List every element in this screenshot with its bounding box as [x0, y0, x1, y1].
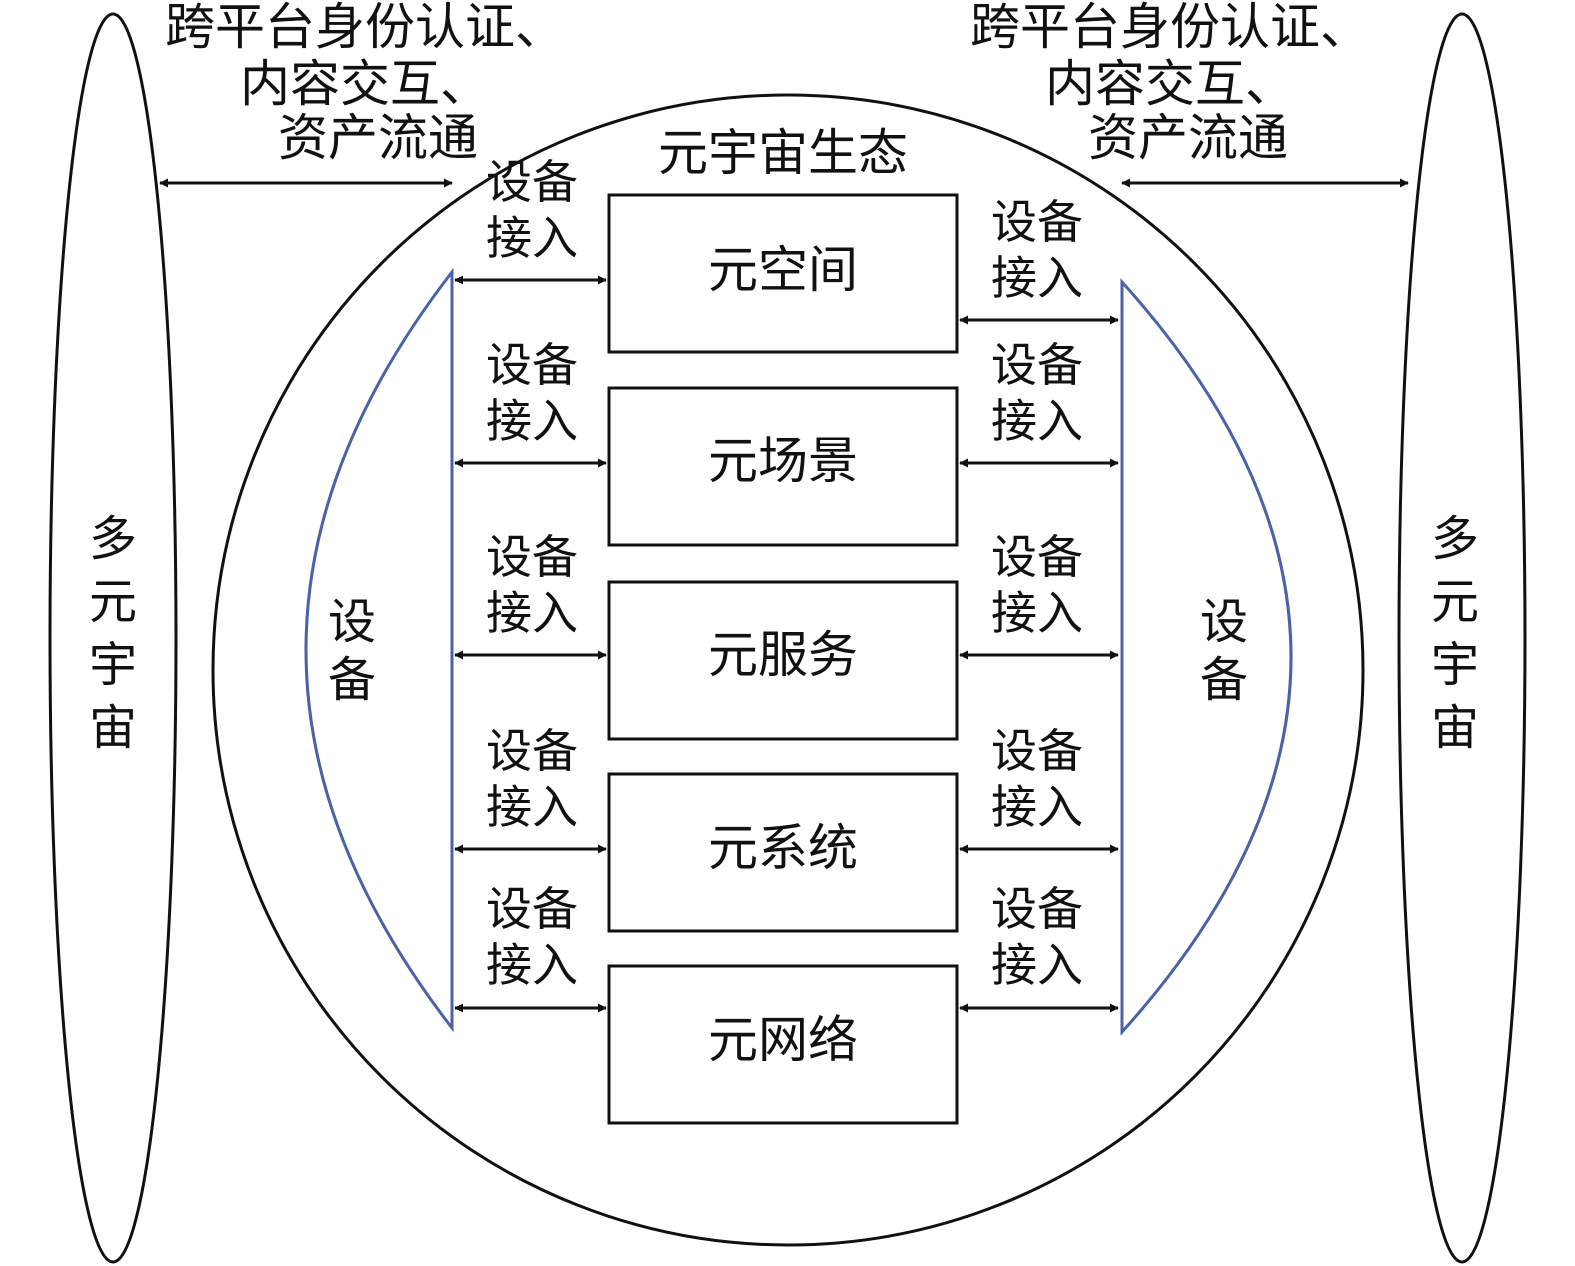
device-left-char-1: 设: [328, 594, 376, 650]
module-box-2-frame: [607, 386, 959, 547]
access-label-left-3-line-1: 设备: [486, 530, 578, 584]
device-left-char-2: 备: [328, 652, 376, 708]
device-left-label: 设 备: [328, 594, 376, 708]
access-label-left-4-line-2: 接入: [486, 780, 578, 834]
multiverse-right-char-3: 宇: [1431, 637, 1479, 693]
access-label-right-4-line-1: 设备: [991, 724, 1083, 778]
access-label-right-3-line-1: 设备: [991, 530, 1083, 584]
access-label-left-3: 设备 接入: [486, 530, 578, 640]
module-box-3: 元服务: [607, 580, 959, 741]
access-label-right-4-line-2: 接入: [991, 780, 1083, 834]
access-label-right-2: 设备 接入: [991, 338, 1083, 448]
access-label-left-2: 设备 接入: [486, 338, 578, 448]
access-label-right-1-line-2: 接入: [991, 251, 1083, 305]
module-box-5-frame: [607, 964, 959, 1125]
cross-label-right-line-3: 资产流通: [1088, 109, 1288, 167]
multiverse-left-char-2: 元: [89, 574, 137, 630]
multiverse-left-char-3: 宇: [89, 637, 137, 693]
module-box-4-label: 元系统: [708, 819, 858, 877]
module-box-2-label: 元场景: [708, 432, 858, 490]
access-label-right-2-line-2: 接入: [991, 394, 1083, 448]
access-label-left-2-line-2: 接入: [486, 394, 578, 448]
module-box-1: 元空间: [607, 193, 959, 354]
access-label-right-1-line-1: 设备: [991, 195, 1083, 249]
access-label-left-5-line-2: 接入: [486, 938, 578, 992]
multiverse-left-char-4: 宙: [89, 700, 137, 756]
access-label-right-4: 设备 接入: [991, 724, 1083, 834]
access-label-right-2-line-1: 设备: [991, 338, 1083, 392]
module-box-5-label: 元网络: [708, 1011, 858, 1069]
access-label-left-1: 设备 接入: [486, 155, 578, 265]
access-label-left-4: 设备 接入: [486, 724, 578, 834]
module-box-2: 元场景: [607, 386, 959, 547]
multiverse-left-ellipse: [48, 12, 178, 1264]
access-label-right-5-line-2: 接入: [991, 938, 1083, 992]
multiverse-right-ellipse: [1397, 12, 1527, 1264]
module-box-4-frame: [607, 772, 959, 933]
access-label-right-5-line-1: 设备: [991, 882, 1083, 936]
access-label-right-3: 设备 接入: [991, 530, 1083, 640]
cross-label-left-line-1: 跨平台身份认证、: [165, 0, 565, 56]
module-box-3-label: 元服务: [708, 626, 858, 684]
ecosystem-title: 元宇宙生态: [658, 124, 908, 182]
device-right-shape: [1120, 278, 1293, 1036]
module-box-4: 元系统: [607, 772, 959, 933]
cross-label-left: 跨平台身份认证、 内容交互、 资产流通: [165, 0, 565, 167]
access-label-left-2-line-1: 设备: [486, 338, 578, 392]
multiverse-right-char-1: 多: [1431, 511, 1479, 567]
multiverse-right-char-2: 元: [1431, 574, 1479, 630]
multiverse-right-label: 多 元 宇 宙: [1431, 511, 1479, 756]
cross-label-left-line-3: 资产流通: [278, 109, 478, 167]
device-right-char-2: 备: [1200, 652, 1248, 708]
access-label-left-5: 设备 接入: [486, 882, 578, 992]
access-label-left-3-line-2: 接入: [486, 586, 578, 640]
cross-label-right-line-1: 跨平台身份认证、: [970, 0, 1370, 56]
access-label-right-5: 设备 接入: [991, 882, 1083, 992]
access-label-right-3-line-2: 接入: [991, 586, 1083, 640]
multiverse-left-label: 多 元 宇 宙: [89, 511, 137, 756]
multiverse-right-char-4: 宙: [1431, 700, 1479, 756]
multiverse-left-char-1: 多: [89, 511, 137, 567]
module-box-3-frame: [607, 580, 959, 741]
module-box-5: 元网络: [607, 964, 959, 1125]
module-box-1-frame: [607, 193, 959, 354]
access-label-left-4-line-1: 设备: [486, 724, 578, 778]
device-right-label: 设 备: [1200, 594, 1248, 708]
cross-label-left-line-2: 内容交互、: [240, 55, 490, 113]
device-left-shape: [304, 267, 454, 1033]
access-label-right-1: 设备 接入: [991, 195, 1083, 305]
access-label-left-5-line-1: 设备: [486, 882, 578, 936]
module-box-1-label: 元空间: [708, 241, 858, 299]
cross-label-right-line-2: 内容交互、: [1045, 55, 1295, 113]
access-label-left-1-line-2: 接入: [486, 211, 578, 265]
access-label-left-1-line-1: 设备: [486, 155, 578, 209]
device-right-char-1: 设: [1200, 594, 1248, 650]
ecosystem-circle: [211, 93, 1365, 1247]
cross-label-right: 跨平台身份认证、 内容交互、 资产流通: [970, 0, 1370, 167]
